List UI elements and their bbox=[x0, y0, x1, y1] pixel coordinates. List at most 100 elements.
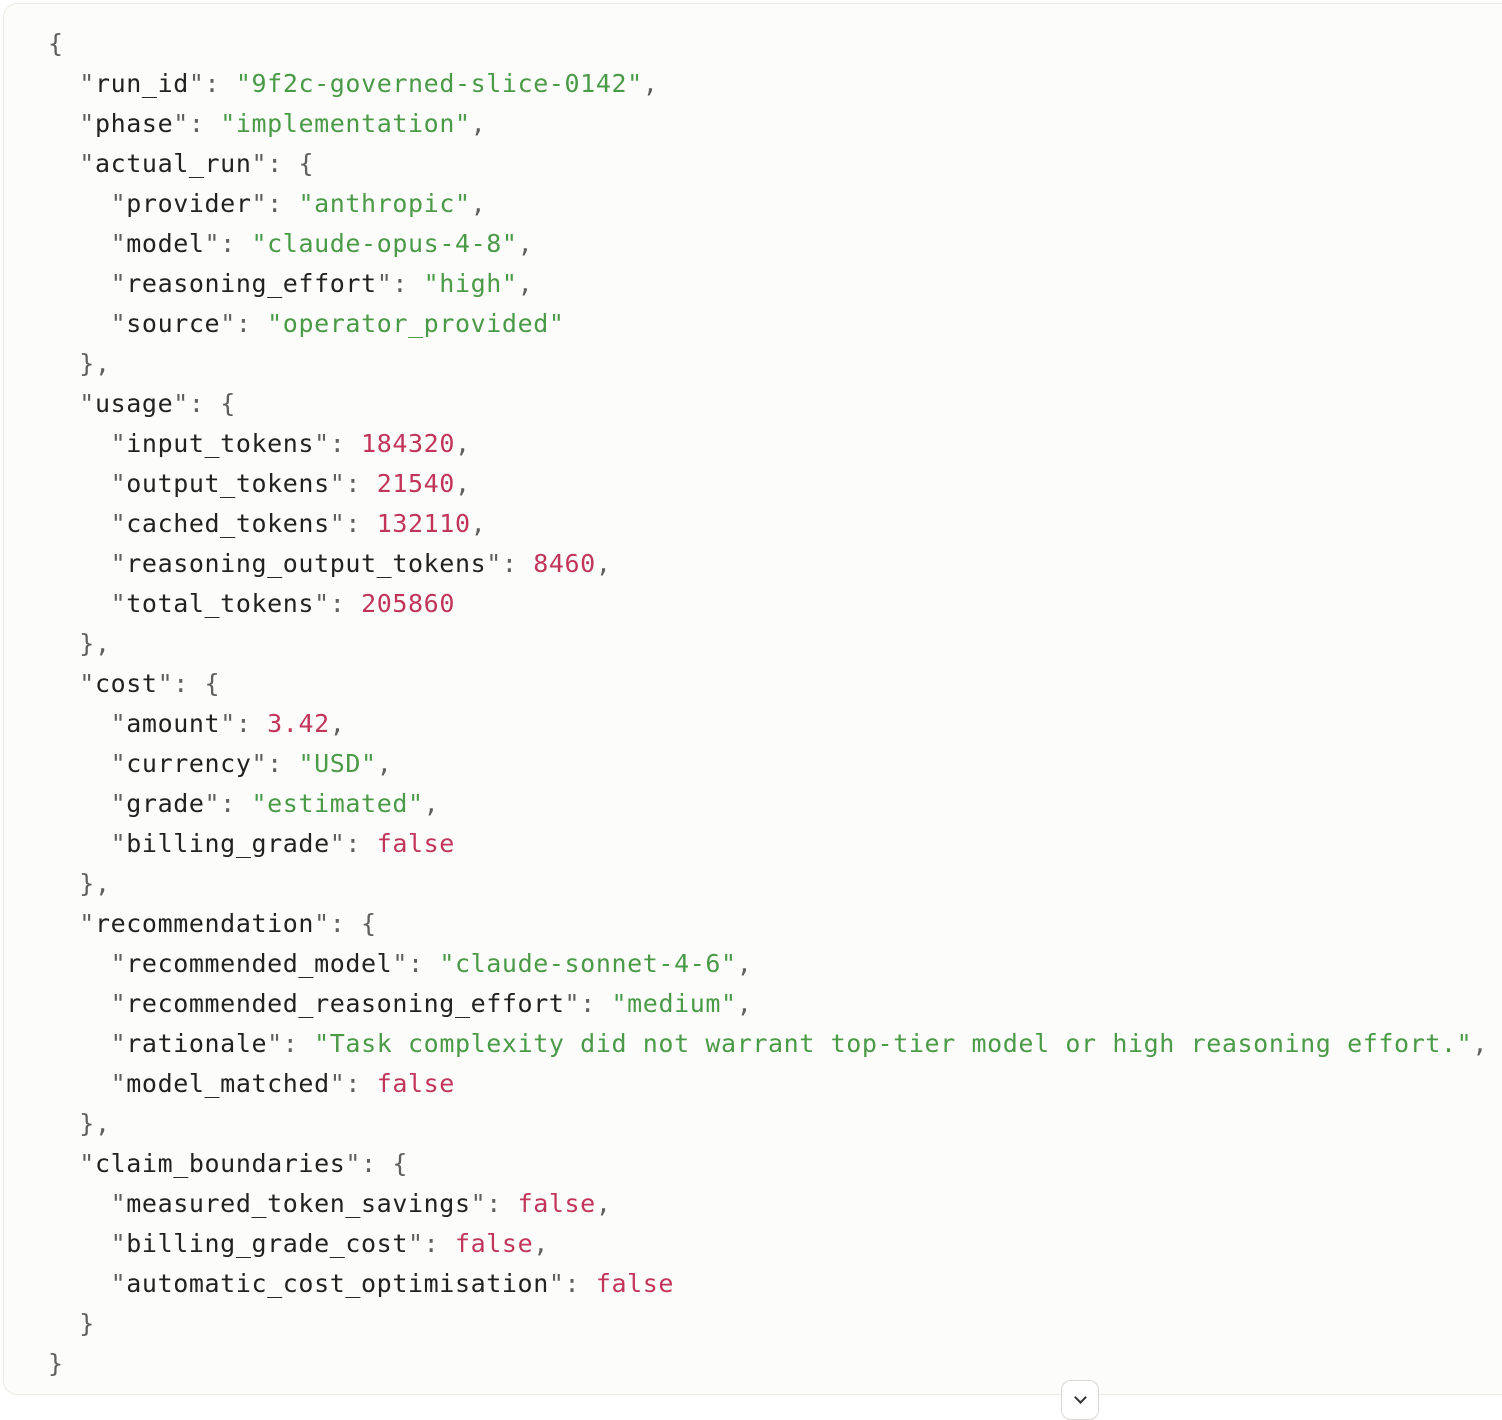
code-punctuation: " bbox=[48, 389, 95, 418]
code-punctuation: }, bbox=[48, 349, 111, 378]
code-line: "phase": "implementation", bbox=[48, 104, 1488, 144]
json-key: automatic_cost_optimisation bbox=[126, 1269, 549, 1298]
json-boolean-value: false bbox=[517, 1189, 596, 1218]
json-key: billing_grade bbox=[126, 829, 330, 858]
json-boolean-value: false bbox=[595, 1269, 675, 1298]
code-punctuation: , bbox=[470, 189, 487, 218]
code-punctuation: , bbox=[423, 789, 440, 818]
code-punctuation: ": { bbox=[157, 669, 221, 698]
code-punctuation: , bbox=[454, 469, 471, 498]
code-punctuation: ": bbox=[173, 109, 221, 138]
code-line: "cost": { bbox=[48, 664, 1488, 704]
code-punctuation: , bbox=[736, 989, 753, 1018]
json-key: currency bbox=[126, 749, 252, 778]
code-line: "recommended_model": "claude-sonnet-4-6"… bbox=[48, 944, 1488, 984]
code-line: "output_tokens": 21540, bbox=[48, 464, 1488, 504]
code-line: "currency": "USD", bbox=[48, 744, 1488, 784]
expand-code-button[interactable] bbox=[1061, 1380, 1099, 1420]
code-punctuation: ": bbox=[392, 949, 440, 978]
code-line: "measured_token_savings": false, bbox=[48, 1184, 1488, 1224]
code-line: "recommendation": { bbox=[48, 904, 1488, 944]
code-punctuation: " bbox=[48, 949, 127, 978]
code-punctuation: " bbox=[48, 1069, 127, 1098]
code-line: "billing_grade_cost": false, bbox=[48, 1224, 1488, 1264]
code-punctuation: " bbox=[48, 269, 127, 298]
code-line: "total_tokens": 205860 bbox=[48, 584, 1488, 624]
json-string-value: "Task complexity did not warrant top-tie… bbox=[314, 1029, 1473, 1058]
code-punctuation: " bbox=[48, 509, 127, 538]
json-key: model bbox=[126, 229, 205, 258]
code-line: "grade": "estimated", bbox=[48, 784, 1488, 824]
code-punctuation: ": bbox=[204, 229, 252, 258]
code-punctuation: }, bbox=[48, 629, 111, 658]
json-string-value: "anthropic" bbox=[298, 189, 471, 218]
code-punctuation: ": bbox=[267, 1029, 315, 1058]
code-punctuation: ": bbox=[470, 1189, 518, 1218]
json-key: claim_boundaries bbox=[94, 1149, 346, 1178]
json-key: output_tokens bbox=[126, 469, 330, 498]
code-punctuation: " bbox=[48, 109, 95, 138]
code-punctuation: }, bbox=[48, 1109, 111, 1138]
code-line: "source": "operator_provided" bbox=[48, 304, 1488, 344]
code-punctuation: " bbox=[48, 309, 127, 338]
json-key: grade bbox=[126, 789, 205, 818]
json-key: actual_run bbox=[94, 149, 252, 178]
json-key: total_tokens bbox=[126, 589, 315, 618]
code-punctuation: " bbox=[48, 749, 127, 778]
code-line: }, bbox=[48, 344, 1488, 384]
code-line: "cached_tokens": 132110, bbox=[48, 504, 1488, 544]
code-punctuation: , bbox=[1472, 1029, 1488, 1058]
code-punctuation: } bbox=[48, 1309, 95, 1338]
code-punctuation: ": bbox=[329, 509, 377, 538]
json-key: recommendation bbox=[94, 909, 315, 938]
json-string-value: "implementation" bbox=[220, 109, 471, 138]
code-punctuation: , bbox=[595, 549, 612, 578]
json-code-block[interactable]: { "run_id": "9f2c-governed-slice-0142", … bbox=[48, 24, 1488, 1384]
json-number-value: 8460 bbox=[533, 549, 596, 578]
json-number-value: 3.42 bbox=[267, 709, 330, 738]
json-string-value: "claude-sonnet-4-6" bbox=[439, 949, 737, 978]
code-line: }, bbox=[48, 864, 1488, 904]
code-line: "amount": 3.42, bbox=[48, 704, 1488, 744]
code-punctuation: ": bbox=[376, 269, 424, 298]
code-punctuation: ": { bbox=[173, 389, 236, 418]
code-punctuation: " bbox=[48, 1029, 127, 1058]
code-punctuation: " bbox=[48, 69, 95, 98]
code-punctuation: , bbox=[329, 709, 346, 738]
code-punctuation: ": bbox=[486, 549, 534, 578]
code-punctuation: , bbox=[517, 229, 534, 258]
code-punctuation: " bbox=[48, 989, 127, 1018]
code-punctuation: " bbox=[48, 829, 127, 858]
json-number-value: 21540 bbox=[376, 469, 455, 498]
json-number-value: 205860 bbox=[361, 589, 455, 618]
code-punctuation: " bbox=[48, 1189, 127, 1218]
code-punctuation: " bbox=[48, 1229, 127, 1258]
json-key: cached_tokens bbox=[126, 509, 330, 538]
json-key: provider bbox=[126, 189, 252, 218]
code-punctuation: { bbox=[48, 29, 64, 58]
code-punctuation: " bbox=[48, 149, 95, 178]
json-string-value: "operator_provided" bbox=[267, 309, 565, 338]
code-line: }, bbox=[48, 624, 1488, 664]
code-punctuation: , bbox=[736, 949, 753, 978]
json-key: run_id bbox=[94, 69, 189, 98]
json-string-value: "USD" bbox=[298, 749, 377, 778]
code-punctuation: ": bbox=[220, 709, 268, 738]
code-punctuation: , bbox=[642, 69, 659, 98]
code-punctuation: ": bbox=[548, 1269, 596, 1298]
json-key: billing_grade_cost bbox=[126, 1229, 408, 1258]
code-punctuation: " bbox=[48, 469, 127, 498]
code-punctuation: , bbox=[376, 749, 393, 778]
code-line: "billing_grade": false bbox=[48, 824, 1488, 864]
code-punctuation: " bbox=[48, 1269, 127, 1298]
code-punctuation: " bbox=[48, 789, 127, 818]
code-punctuation: ": bbox=[220, 309, 268, 338]
json-key: source bbox=[126, 309, 221, 338]
json-string-value: "9f2c-governed-slice-0142" bbox=[235, 69, 643, 98]
code-punctuation: ": { bbox=[345, 1149, 408, 1178]
code-line: "provider": "anthropic", bbox=[48, 184, 1488, 224]
json-key: reasoning_effort bbox=[126, 269, 377, 298]
code-punctuation: ": bbox=[314, 589, 362, 618]
code-punctuation: ": bbox=[314, 429, 362, 458]
json-key: reasoning_output_tokens bbox=[126, 549, 487, 578]
